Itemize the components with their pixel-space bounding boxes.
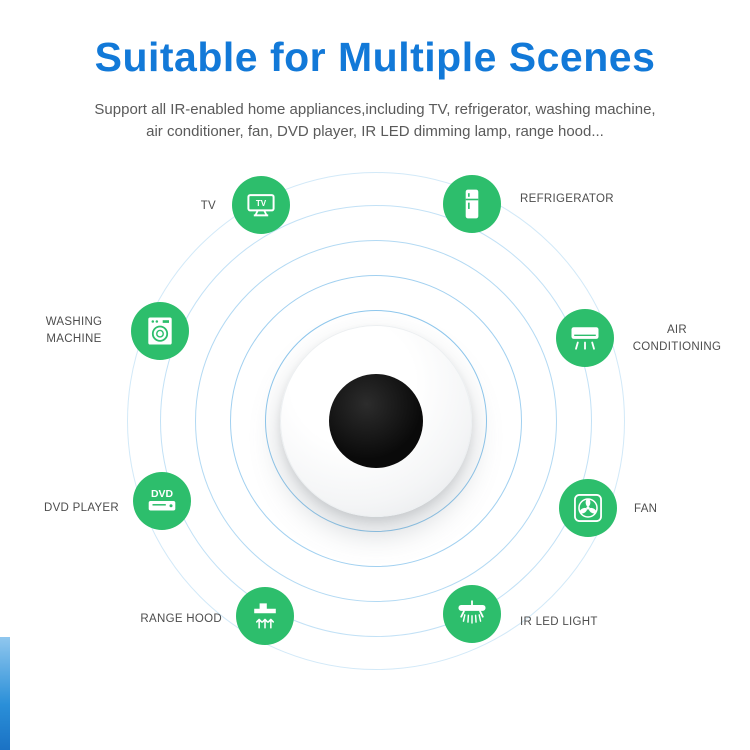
svg-text:TV: TV — [256, 199, 267, 208]
appliance-label-refrigerator: REFRIGERATOR — [520, 193, 614, 205]
refrigerator-icon — [443, 175, 501, 233]
ir-led-light-icon — [443, 585, 501, 643]
tv-icon: TV — [232, 176, 290, 234]
subtitle-line-1: Support all IR-enabled home appliances,i… — [94, 101, 656, 118]
page-title: Suitable for Multiple Scenes — [94, 34, 656, 80]
appliance-label-air-conditioning: AIR CONDITIONING — [632, 324, 722, 353]
ir-hub-lens — [329, 374, 423, 468]
fan-icon — [559, 479, 617, 537]
appliance-label-dvd-player: DVD PLAYER — [43, 502, 119, 514]
appliance-label-ir-led-light: IR LED LIGHT — [520, 616, 598, 628]
range-hood-icon — [236, 587, 294, 645]
page-subtitle: Support all IR-enabled home appliances,i… — [0, 99, 750, 143]
appliance-label-tv: TV — [200, 200, 216, 212]
appliance-label-range-hood: RANGE HOOD — [140, 613, 222, 625]
washing-machine-icon — [131, 302, 189, 360]
ir-hub-device — [280, 325, 472, 517]
svg-text:DVD: DVD — [151, 489, 173, 500]
air-conditioner-icon — [556, 309, 614, 367]
appliance-label-washing-machine: WASHING MACHINE — [45, 316, 103, 345]
left-accent-bar — [0, 637, 10, 750]
appliance-label-fan: FAN — [634, 503, 658, 515]
ring-circle-5 — [127, 172, 625, 670]
dvd-player-icon: DVD — [133, 472, 191, 530]
subtitle-line-2: air conditioner, fan, DVD player, IR LED… — [146, 123, 604, 140]
